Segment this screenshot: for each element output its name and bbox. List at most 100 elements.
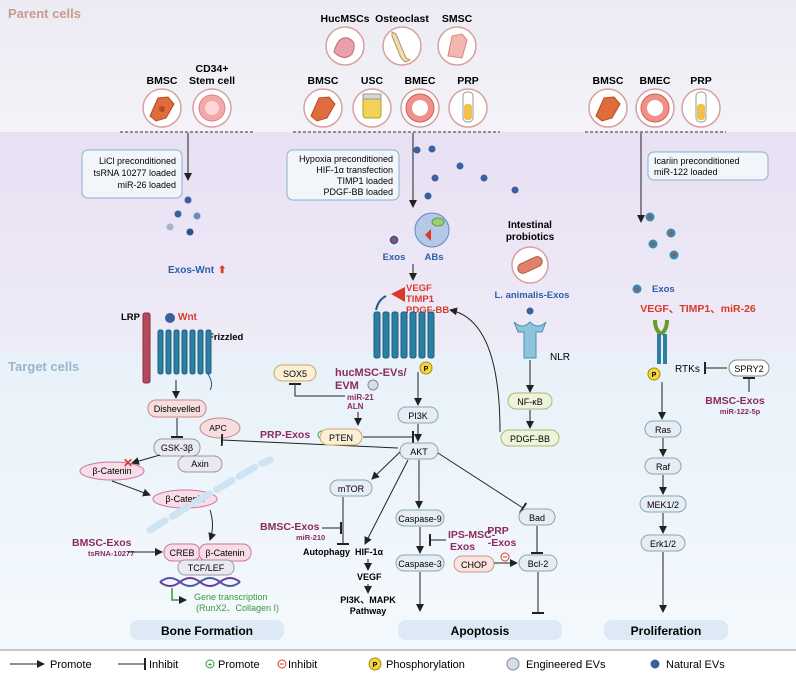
transcription-complex: CREB β-Catenin TCF/LEF	[163, 543, 252, 576]
mid-precondition-line: PDGF-BB loaded	[323, 187, 393, 197]
chop-label: CHOP	[461, 560, 487, 570]
tsrna-label: tsRNA-10277	[88, 549, 134, 558]
nlr-label: NLR	[550, 352, 570, 363]
bad-label: Bad	[529, 513, 545, 523]
mtor-node: mTOR	[329, 479, 373, 545]
pten-label: PTEN	[329, 433, 353, 443]
factor-vegf: VEGF	[406, 283, 432, 294]
legend-engineered-icon	[506, 657, 520, 671]
cell-label-usc: USC	[361, 75, 384, 87]
raf-label: Raf	[656, 462, 671, 472]
mir122-label: miR-122-5p	[720, 407, 761, 416]
rtk-receptor: P RTKs SPRY2 BMSC-Exos miR-122-5p	[647, 319, 770, 420]
pdgf-node-label: PDGF-BB	[510, 434, 550, 444]
akt-node: AKT	[399, 442, 439, 460]
frizzled-label: Frizzled	[208, 332, 244, 343]
caspase3-label: Caspase-3	[398, 559, 442, 569]
cell-label-hucmscs: HucMSCs	[320, 13, 369, 25]
ras-label: Ras	[655, 425, 672, 435]
axin-label: Axin	[191, 459, 209, 469]
mid-precondition-line: TIMP1 loaded	[337, 176, 393, 186]
left-parent-cells: BMSC CD34+ Stem cell	[120, 63, 255, 181]
bcatenin-1-label: β-Catenin	[92, 466, 131, 476]
cell-label-stemcell: Stem cell	[189, 75, 235, 87]
prp-label1: PRP	[487, 525, 509, 537]
middle-parent-cells-top: HucMSCs Osteoclast SMSC	[320, 13, 477, 66]
exos-right-label: Exos	[652, 284, 675, 295]
nfkb-label: NF-κB	[517, 397, 543, 407]
apc-label: APC	[209, 423, 226, 433]
left-precondition-box: LiCl preconditioned tsRNA 10277 loaded m…	[81, 149, 183, 199]
svg-text:+: +	[208, 662, 212, 669]
prp-exos-label: PRP-Exos	[260, 429, 310, 441]
bcl2-label: Bcl-2	[528, 559, 549, 569]
pi3k-node: PI3K	[397, 406, 439, 442]
gene-transcription-label: Gene transcription	[194, 592, 268, 602]
aln-label: ALN	[347, 402, 364, 411]
bcatenin-2-label: β-Catenin	[165, 494, 204, 504]
dna-icon	[159, 577, 241, 587]
legend-natural: Natural EVs	[666, 659, 725, 671]
right-parent-cells: BMSC BMEC PRP	[585, 75, 726, 223]
legend-promote: Promote	[50, 659, 92, 671]
legend-inhibit: Inhibit	[149, 659, 178, 671]
probiotics-line2: probiotics	[506, 232, 555, 243]
gsk-label: GSK-3β	[161, 443, 193, 453]
mek-label: MEK1/2	[647, 500, 679, 510]
phospho-mid: P	[424, 366, 429, 373]
wnt-label: Wnt	[178, 312, 198, 323]
bone-formation-box	[130, 620, 284, 640]
pathway-line2: Pathway	[350, 606, 387, 616]
exos-abs-group: Exos ABs	[383, 212, 450, 281]
dishevelled-label: Dishevelled	[154, 404, 201, 414]
left-precondition-line: LiCl preconditioned	[99, 156, 176, 166]
left-precondition-line: tsRNA 10277 loaded	[93, 168, 176, 178]
pten-node: PTEN	[319, 428, 414, 446]
legend-phospho-p: P	[373, 662, 378, 669]
phospho-right: P	[652, 372, 657, 379]
mid-precondition-line: HIF-1α transfection	[316, 165, 393, 175]
legend-phospho-icon	[368, 657, 382, 671]
vegf-path-label: VEGF	[357, 572, 382, 582]
parent-cells-label: Parent cells	[8, 6, 81, 21]
legend-natural-icon	[650, 659, 660, 669]
middle-precondition-box: Hypoxia preconditioned HIF-1α transfecti…	[286, 149, 400, 201]
hucmsc-label: hucMSC-EVs/	[335, 367, 407, 379]
abs-label: ABs	[424, 252, 443, 263]
cell-label-smsc: SMSC	[442, 13, 473, 25]
factor-pdgfbb: PDGF-BB	[406, 305, 449, 316]
cell-label-bmsc: BMSC	[147, 75, 178, 87]
evm-label: EVM	[335, 380, 359, 392]
legend-promote2: Promote	[218, 659, 260, 671]
caspase-nodes: Caspase-9 Caspase-3 IPS-MSC- Exos	[395, 509, 496, 612]
wnt-receptor: LRP Wnt Frizzled	[121, 312, 244, 399]
sox5-label: SOX5	[283, 369, 307, 379]
middle-parent-cells-row: BMSC USC BMEC PRP	[293, 75, 500, 208]
prp-label2: -Exos	[488, 537, 517, 549]
animalis-label: L. animalis-Exos	[495, 290, 570, 301]
right-precondition-box: Icariin preconditioned miR-122 loaded	[647, 151, 769, 181]
gsk-complex: APC GSK-3β Axin	[153, 417, 241, 473]
ips-label1: IPS-MSC-	[448, 529, 496, 541]
lrp-label: LRP	[121, 312, 141, 323]
nucleus-membrane	[146, 456, 274, 534]
legend-promote-icon	[205, 659, 215, 669]
exos-wnt-arrow: ⬆	[218, 265, 226, 276]
left-precondition-line: miR-26 loaded	[117, 180, 176, 190]
mtor-label: mTOR	[338, 484, 365, 494]
hucmsc-group: SOX5 hucMSC-EVs/ EVM miR-21 ALN	[273, 364, 407, 426]
middle-receptor: P	[373, 295, 435, 406]
mapk-cascade: Ras Raf MEK1/2 Erk1/2	[639, 420, 687, 613]
bmsc-exos-mid-label: BMSC-Exos	[260, 521, 320, 533]
mir21-label: miR-21	[347, 393, 374, 402]
exos-wnt-label: Exos-Wnt	[168, 265, 215, 276]
svg-text:✕: ✕	[123, 456, 133, 470]
factor-timp1: TIMP1	[406, 294, 435, 305]
cell-label-bmsc-mid: BMSC	[308, 75, 339, 87]
erk-label: Erk1/2	[650, 539, 676, 549]
bcatenin-3-label: β-Catenin	[205, 548, 244, 558]
cell-label-bmec: BMEC	[405, 75, 436, 87]
cell-label-cd34: CD34+	[196, 63, 229, 75]
pi3k-label: PI3K	[408, 411, 428, 421]
akt-label: AKT	[410, 447, 428, 457]
